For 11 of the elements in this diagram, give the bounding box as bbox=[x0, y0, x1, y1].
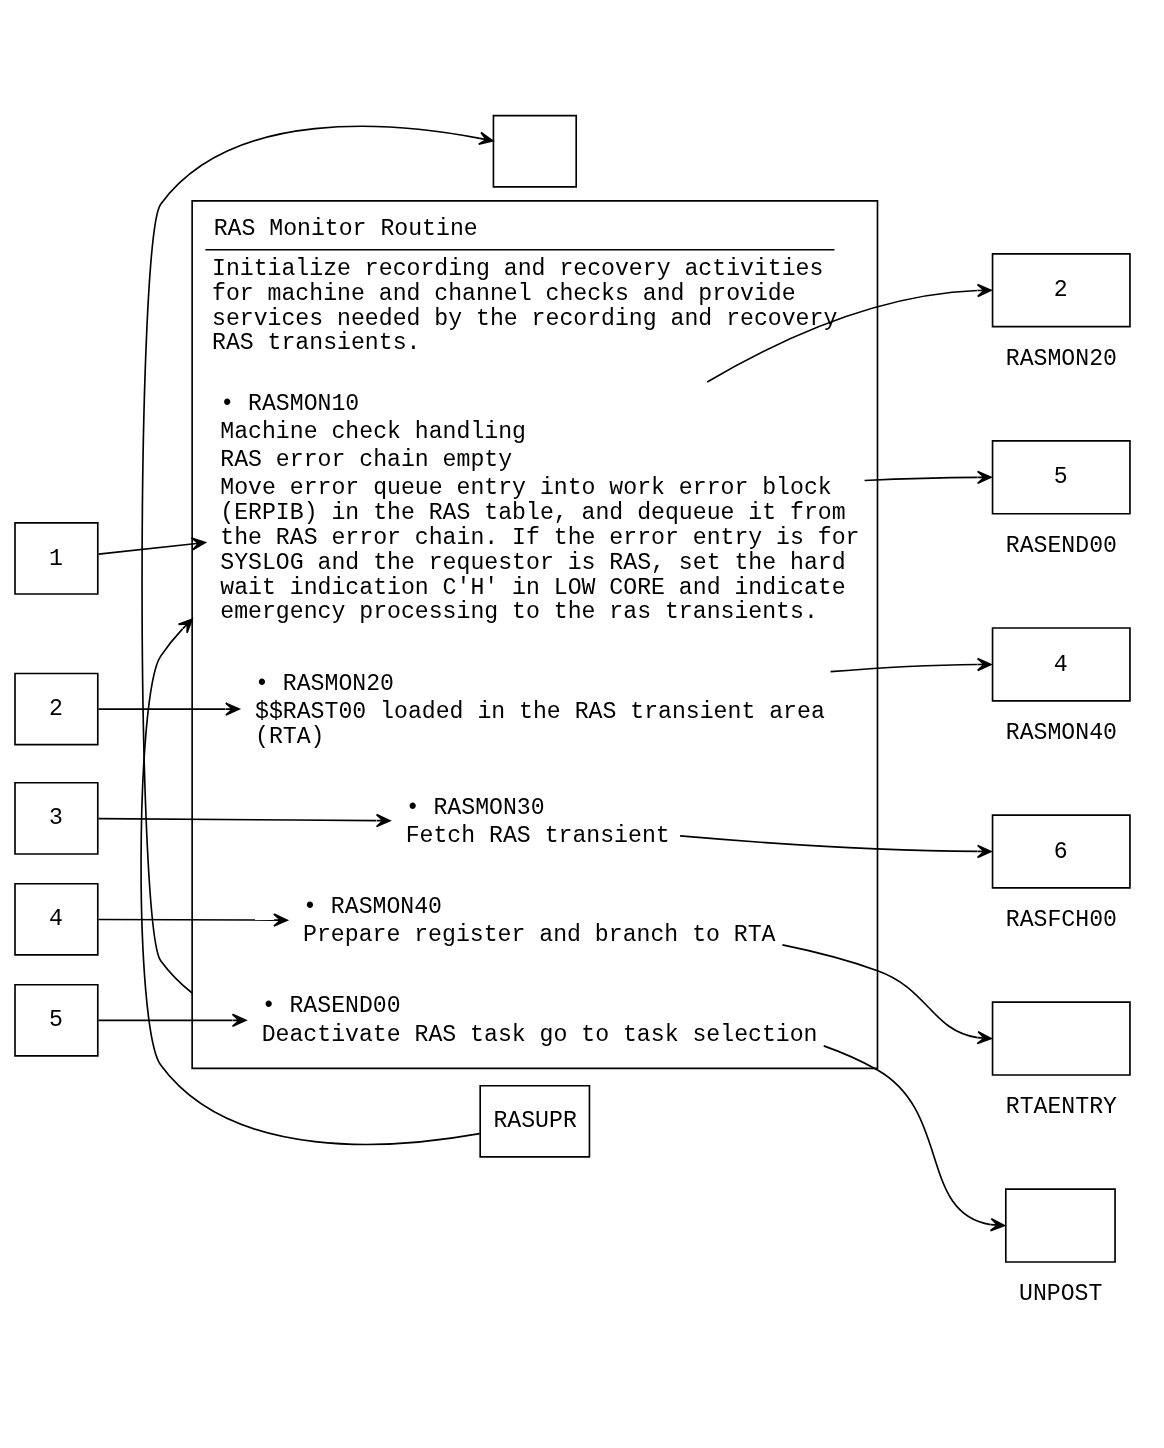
node-text: • RASMON10 Machine check handling RAS error chain empty Move error queue entry into work error block (ERPIB) in the RAS table, and dequeue it from the RAS error chain. If the error entry is for SYSLOG and the requestor is RAS, set the hard wait indication C'H' in LOW CORE and indicate emergency processing to the ras transients. bbox=[220, 390, 860, 626]
node-label: RASFCH00 bbox=[1005, 907, 1117, 934]
node-text: • RASMON20 $$RAST00 loaded in the RAS transient area (RTA) bbox=[255, 670, 825, 750]
node-label: RTAENTRY bbox=[1005, 1094, 1117, 1121]
node-text: • RASMON30 Fetch RAS transient bbox=[405, 794, 670, 849]
node-label: RASMON40 bbox=[1005, 720, 1117, 747]
node-label: RASEND00 bbox=[1005, 533, 1117, 560]
node-text: • RASEND00 Deactivate RAS task go to task selection bbox=[261, 993, 818, 1048]
node-label: RASMON20 bbox=[1005, 346, 1117, 373]
node-label: UNPOST bbox=[1019, 1281, 1103, 1308]
node-text: • RASMON40 Prepare register and branch to RTA bbox=[303, 894, 776, 949]
